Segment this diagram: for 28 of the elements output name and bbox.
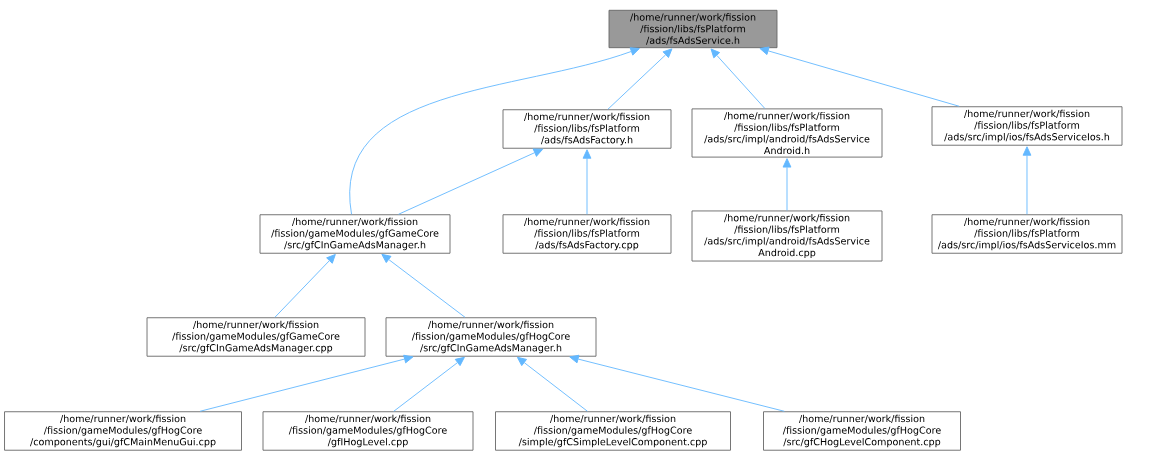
arrow bbox=[710, 48, 766, 109]
file-box: /home/runner/work/fission /fission/gameModules/gfHogCore /src/gfCInGameAdsManager.h bbox=[385, 317, 597, 357]
file-box: /home/runner/work/fission /fission/gameModules/gfGameCore /src/gfCInGameAdsManager.cpp bbox=[146, 317, 366, 357]
arrow bbox=[274, 254, 336, 318]
arrow bbox=[349, 47, 640, 215]
arrow bbox=[381, 253, 466, 318]
arrow bbox=[782, 158, 792, 211]
file-box: /home/runner/work/fission /fission/libs/fsPlatform /ads/src/impl/android/fsAdsService Android.cpp bbox=[691, 210, 883, 262]
file-box: /home/runner/work/fission /fission/gameModules/gfHogCore /simple/gfCSimpleLevelComponent.cpp bbox=[495, 411, 731, 451]
arrow bbox=[393, 356, 465, 412]
arrow bbox=[759, 46, 960, 107]
file-box: /home/runner/work/fission /fission/gameModules/gfHogCore /gfIHogLevel.cpp bbox=[262, 411, 474, 451]
arrow bbox=[199, 354, 414, 412]
file-box: /home/runner/work/fission /fission/libs/fsPlatform /ads/src/impl/android/fsAdsService Android.h bbox=[691, 108, 883, 158]
arrow bbox=[569, 354, 785, 412]
file-box: /home/runner/work/fission /fission/libs/fsPlatform /ads/fsAdsFactory.h bbox=[502, 109, 672, 149]
file-box: /home/runner/work/fission /fission/libs/fsPlatform /ads/src/impl/ios/fsAdsServiceIos.h bbox=[931, 106, 1123, 146]
file-box: /home/runner/work/fission /fission/gameModules/gfHogCore /components/gui/gfCMainMenuGui.cpp bbox=[4, 411, 242, 451]
file-box: /home/runner/work/fission /fission/gameModules/gfHogCore /src/gfCHogLevelComponent.cpp bbox=[763, 411, 961, 451]
file-box: /home/runner/work/fission /fission/gameModules/gfGameCore /src/gfCInGameAdsManager.h bbox=[259, 214, 451, 254]
arrow bbox=[398, 148, 543, 215]
arrow bbox=[1022, 146, 1032, 215]
arrow bbox=[607, 48, 673, 110]
file-box: /home/runner/work/fission /fission/libs/fsPlatform /ads/fsAdsFactory.cpp bbox=[502, 214, 672, 254]
file-box: /home/runner/work/fission /fission/libs/fsPlatform /ads/fsAdsService.h bbox=[608, 9, 778, 49]
file-box: /home/runner/work/fission /fission/libs/fsPlatform /ads/src/impl/ios/fsAdsServiceIos.mm bbox=[931, 214, 1123, 254]
arrow bbox=[582, 149, 592, 215]
arrow bbox=[516, 356, 588, 412]
